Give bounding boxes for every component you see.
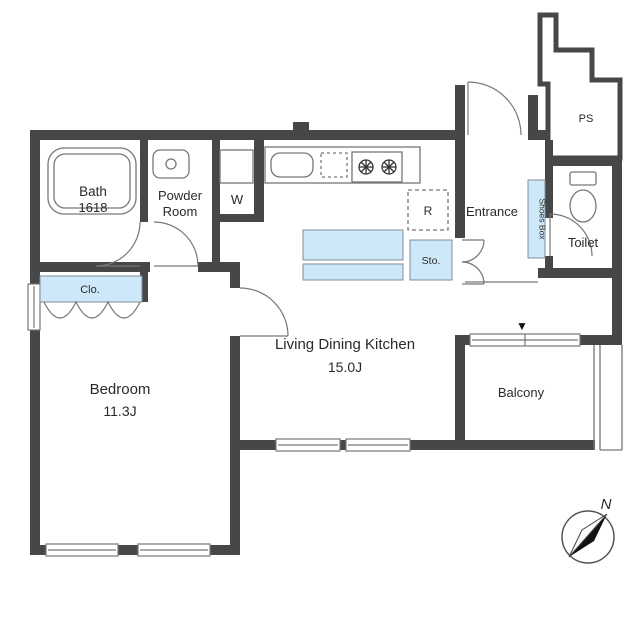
window-ldk-1 xyxy=(275,438,341,452)
pipe-space-label: PS xyxy=(579,113,594,125)
wall-top-pillar xyxy=(293,122,309,130)
wall-toilet-left-post xyxy=(545,256,553,270)
room-labels: Bath 1618 Powder Room W R Sto. Entrance … xyxy=(79,113,599,419)
bedroom-label: Bedroom xyxy=(90,381,151,398)
wall-balcony-top-right xyxy=(580,335,622,345)
wall-toilet-left-upper xyxy=(545,140,553,218)
wall-toilet-top xyxy=(545,158,622,166)
washer-label: W xyxy=(231,192,244,207)
wall-balcony-bottom xyxy=(455,440,595,450)
ldk-size-label: 15.0J xyxy=(328,359,362,375)
bedroom-size-label: 11.3J xyxy=(103,403,136,419)
powder-room-door xyxy=(153,221,199,267)
wall-washer-bottom xyxy=(212,214,264,222)
wall-bedroom-divider-upper xyxy=(230,268,240,288)
compass-needle-light xyxy=(568,513,608,558)
vanity-sink xyxy=(152,149,190,179)
washer-pan xyxy=(219,149,254,184)
wall-balcony-top-left xyxy=(455,335,470,345)
wall-front-door-jamb-right xyxy=(528,95,538,140)
bath-label: Bath xyxy=(79,184,107,199)
north-compass: N xyxy=(561,496,615,564)
wall-bath-powder-divider xyxy=(140,140,148,222)
closet-curtain xyxy=(43,300,141,319)
line-fixtures xyxy=(47,146,623,451)
storage-label: Sto. xyxy=(422,255,441,267)
balcony-railing xyxy=(593,345,623,451)
balcony-label: Balcony xyxy=(498,385,545,400)
window-ldk-2 xyxy=(345,438,411,452)
powder-room-label-line2: Room xyxy=(163,204,198,219)
wall-balcony-left xyxy=(455,345,465,440)
wall-top xyxy=(30,130,455,140)
wall-entrance-bottom xyxy=(538,268,622,278)
wall-bedroom-bottom xyxy=(30,545,240,555)
window-bedroom-2 xyxy=(137,543,211,557)
wall-bath-bottom xyxy=(30,262,150,272)
wall-left-outer xyxy=(30,140,40,555)
kitchen-drainboard xyxy=(320,152,348,178)
wall-front-door-jamb-left xyxy=(455,85,465,130)
kitchen-island-counter-lower xyxy=(302,263,404,281)
bath-door xyxy=(95,221,141,267)
wall-washer-right xyxy=(254,140,264,222)
toilet-door xyxy=(549,213,593,257)
doors xyxy=(43,81,593,337)
entrance-label: Entrance xyxy=(466,204,518,219)
toilet-label: Toilet xyxy=(568,235,599,250)
stove xyxy=(351,151,403,183)
ps-wall-path xyxy=(537,12,623,161)
wall-closet-stub xyxy=(140,272,148,302)
window-balcony-sliding xyxy=(469,333,581,347)
vent-marker: ▼ xyxy=(516,319,528,333)
kitchen-counter xyxy=(264,146,421,184)
blue-fixtures xyxy=(39,179,546,303)
closet-box xyxy=(39,275,143,303)
closet-label: Clo. xyxy=(80,284,100,296)
wall-kitchen-entrance xyxy=(455,130,465,238)
refrigerator-space xyxy=(407,189,449,231)
storage-box xyxy=(409,239,453,281)
compass-north-label: N xyxy=(601,496,612,513)
bath-size-label: 1618 xyxy=(79,200,108,215)
bedroom-door xyxy=(239,287,289,337)
windows xyxy=(27,283,581,557)
wall-right-outer xyxy=(612,158,622,345)
window-bedroom-left xyxy=(27,283,41,331)
wall-top-right-stub xyxy=(528,130,548,140)
toilet-fixture xyxy=(569,171,597,223)
kitchen-island-counter-upper xyxy=(302,229,404,261)
ps-outline xyxy=(537,12,623,161)
walls xyxy=(30,85,622,555)
ldk-label: Living Dining Kitchen xyxy=(275,336,415,353)
fridge-label: R xyxy=(424,204,433,218)
front-door xyxy=(467,81,522,136)
wall-powder-right xyxy=(212,140,220,272)
bathtub xyxy=(47,147,137,215)
kitchen-sink xyxy=(270,152,314,178)
shoes-box-label: Shoes Box xyxy=(538,198,548,240)
stove-burners xyxy=(358,159,397,175)
window-bedroom-1 xyxy=(45,543,119,557)
ldk-double-door xyxy=(461,239,485,285)
shoes-box xyxy=(527,179,546,259)
powder-room-label-line1: Powder xyxy=(158,188,203,203)
